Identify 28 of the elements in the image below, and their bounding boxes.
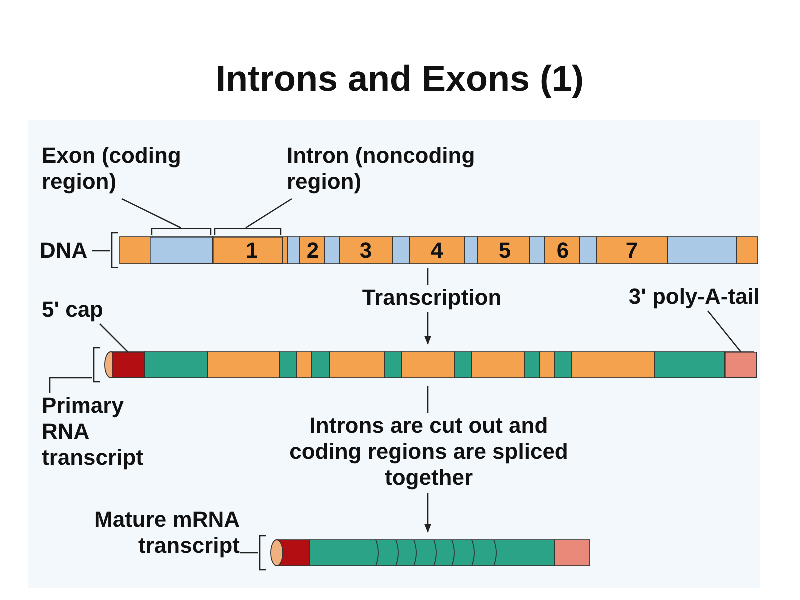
leader-line [92,250,110,252]
leader-line [708,310,742,352]
label-text: Exon (coding region) [42,143,222,199]
arrow [424,312,432,345]
leader-line [240,552,258,554]
label-text: 5' cap [42,297,142,324]
label-text: 3' poly-A-tail [584,284,760,311]
leader-line [122,198,182,229]
label-text: Intron (noncoding region) [287,143,547,199]
exon-number: 5 [498,239,512,263]
label-text: Introns are cut out and coding regions are spliced together [286,413,572,493]
leader-line [100,324,128,352]
label-text: Mature mRNA transcript [40,507,240,561]
label-text: Transcription [344,285,520,312]
exon-number: 7 [624,239,640,263]
leader-line [427,386,429,413]
exon-number: 1 [244,239,260,263]
exon-number: 4 [430,239,444,263]
arrow [424,493,432,533]
label-text: DNA [40,238,92,264]
exon-number: 6 [556,239,570,263]
label-text: Primary RNA transcript [42,393,172,473]
exon-number: 2 [306,239,320,263]
exon-number: 3 [358,239,374,263]
leader-line [246,198,292,229]
leader-line [427,268,429,285]
leader-line [49,377,92,393]
title: Introns and Exons (1) [214,58,586,100]
